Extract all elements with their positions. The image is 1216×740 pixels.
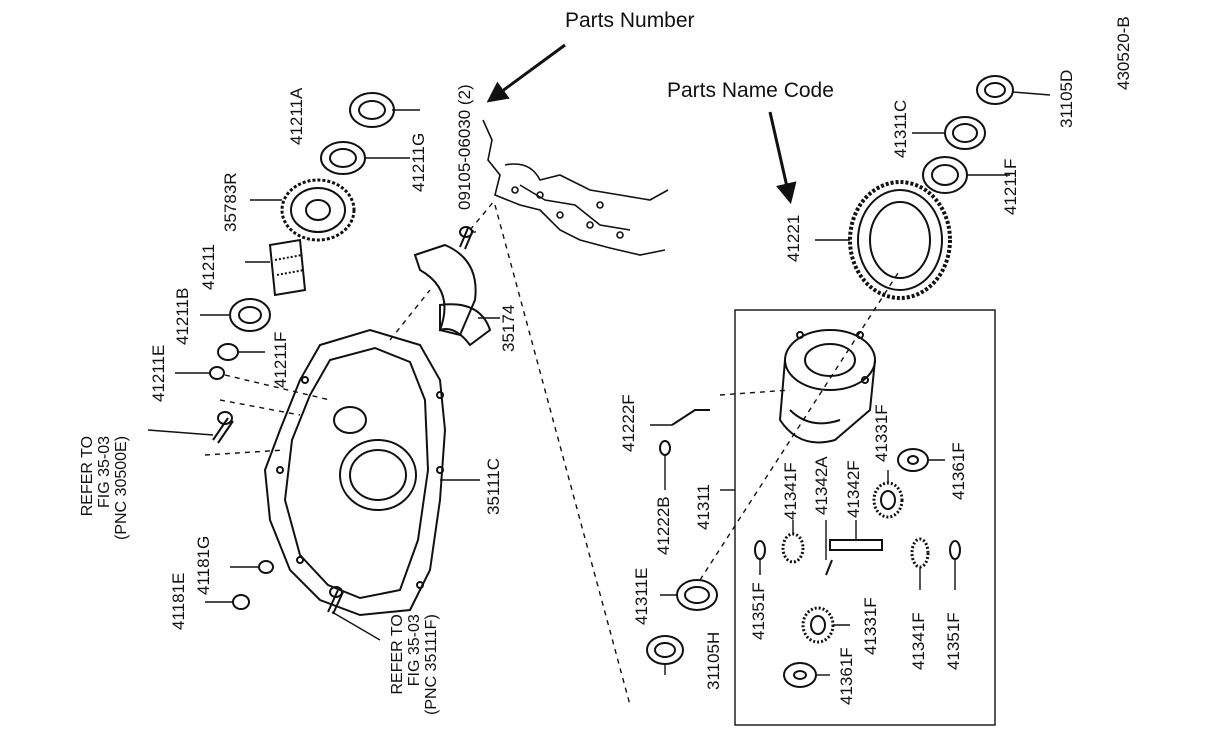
- label-41222b: 41222B: [654, 496, 673, 555]
- case-35111c: [263, 328, 447, 617]
- label-41222f: 41222F: [619, 394, 638, 452]
- label-41211: 41211: [199, 243, 218, 290]
- label-31105d: 31105D: [1057, 69, 1076, 128]
- bolt-41181e: [232, 594, 250, 610]
- label-41211a: 41211A: [287, 87, 306, 145]
- bearing-41211f-right: [922, 156, 968, 194]
- pin-41342a: [825, 559, 833, 576]
- seal-31105h: [646, 635, 684, 665]
- refer-note-top: REFER TO FIG 35-03 (PNC 30500E): [79, 435, 130, 540]
- shaft-41342f: [829, 539, 883, 551]
- pinion-41341f-bottom: [910, 537, 930, 569]
- refer-note-top-line3: (PNC 30500E): [112, 435, 130, 540]
- parts-number-arrow: [486, 43, 566, 103]
- label-41221: 41221: [784, 214, 803, 262]
- bolt-lower: [327, 586, 344, 615]
- refer-note-top-line2: FIG 35-03: [95, 435, 113, 508]
- label-41311e: 41311E: [632, 567, 651, 625]
- bearing-41211a: [349, 92, 395, 128]
- label-41342f: 41342F: [844, 460, 863, 518]
- label-35783r: 35783R: [221, 172, 240, 232]
- side-gear-41331f-bottom: [801, 606, 835, 644]
- parts-number-callout: Parts Number: [565, 9, 695, 32]
- ring-gear-41221: [848, 180, 952, 300]
- label-09105: 09105-06030 (2): [455, 84, 474, 210]
- washer-41211f-left: [217, 343, 239, 361]
- differential-case-41311: [778, 329, 876, 444]
- label-41361f-top: 41361F: [949, 442, 968, 500]
- nut-41181g: [258, 560, 274, 574]
- label-41331f-bottom: 41331F: [861, 597, 880, 655]
- bolt-41222b: [659, 440, 671, 456]
- side-gear-41331f-top: [872, 481, 904, 519]
- cover-35174: [413, 243, 492, 347]
- gear-35783r: [280, 178, 356, 242]
- label-41331f-top: 41331F: [872, 404, 891, 462]
- parts-name-code-arrow: [768, 111, 797, 205]
- refer-note-bottom-line2: FIG 35-03: [405, 614, 423, 687]
- bolt-09105: [459, 226, 474, 250]
- washer-41351f-left: [754, 540, 766, 560]
- label-41181e: 41181E: [169, 572, 188, 630]
- bolt-41211e: [209, 366, 225, 380]
- pinion-41341f-top: [781, 532, 805, 564]
- label-41341f-top: 41341F: [781, 462, 800, 520]
- refer-note-bottom-line3: (PNC 35111F): [422, 614, 440, 715]
- label-35174: 35174: [499, 304, 518, 352]
- label-41342a: 41342A: [812, 456, 831, 515]
- label-35111c: 35111C: [484, 457, 503, 515]
- label-41181g: 41181G: [194, 535, 213, 595]
- washer-41351f-right: [949, 540, 961, 560]
- figure-id: 430520-B: [1114, 16, 1133, 90]
- label-41211f-right: 41211F: [1001, 158, 1020, 215]
- assembly-lines: [204, 199, 901, 706]
- refer-note-top-line1: REFER TO: [79, 435, 96, 517]
- label-41361f-bottom: 41361F: [837, 647, 856, 705]
- label-41211g: 41211G: [409, 132, 428, 192]
- parts-name-code-callout: Parts Name Code: [667, 79, 834, 102]
- label-41351f-left: 41351F: [749, 582, 768, 640]
- differential-box: [734, 309, 996, 726]
- washer-41361f-bottom: [783, 662, 817, 688]
- seal-41211g: [320, 141, 366, 175]
- refer-note-bottom-line1: REFER TO: [389, 614, 406, 695]
- seal-41311c: [944, 116, 986, 150]
- bearing-41311e: [676, 579, 718, 611]
- seal-31105d: [976, 75, 1014, 105]
- label-41351f-right: 41351F: [944, 612, 963, 670]
- label-41211b: 41211B: [173, 287, 192, 345]
- leader-lines: [147, 91, 1051, 676]
- label-41211f-left: 41211F: [271, 331, 290, 388]
- label-41311: 41311: [694, 483, 713, 530]
- bearing-41211b: [229, 298, 271, 332]
- bolt-upper-left: [212, 411, 234, 444]
- label-41311c: 41311C: [891, 99, 910, 158]
- refer-note-bottom: REFER TO FIG 35-03 (PNC 35111F): [389, 614, 440, 715]
- shaft-41211: [268, 238, 307, 297]
- label-31105h: 31105H: [704, 631, 723, 690]
- washer-41361f-top: [897, 448, 929, 472]
- pin-41222f: [671, 409, 710, 426]
- transmission-case-fragment: [482, 119, 669, 256]
- label-41211e: 41211E: [149, 344, 168, 402]
- label-41341f-bottom: 41341F: [909, 612, 928, 670]
